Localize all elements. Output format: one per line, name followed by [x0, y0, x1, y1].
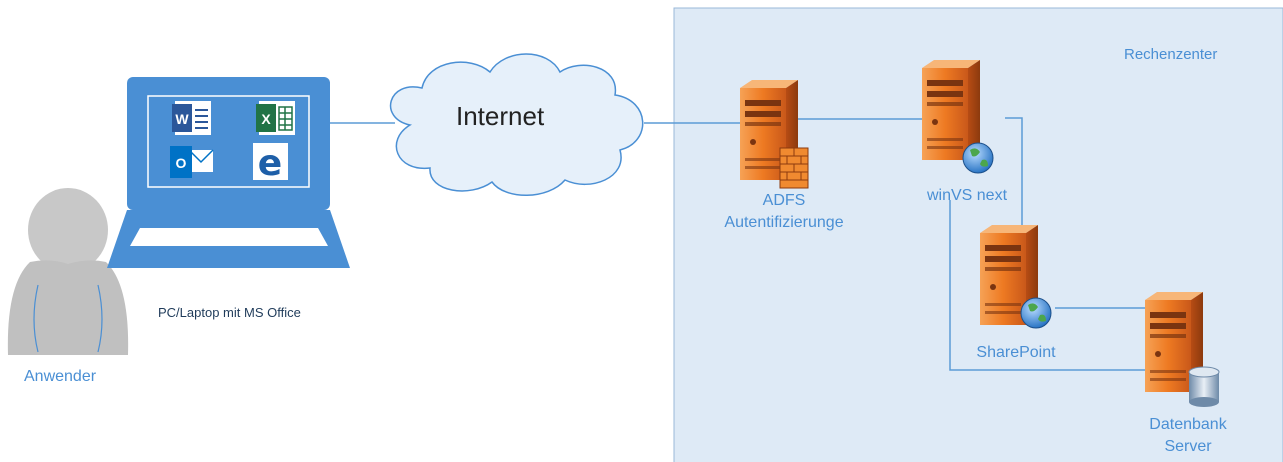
database-server-icon: [1145, 292, 1220, 407]
outlook-icon: O: [170, 146, 214, 178]
adfs-label-line1: ADFS: [762, 192, 806, 209]
adfs-server-icon: [740, 80, 809, 189]
globe-icon: [962, 142, 994, 174]
svg-text:O: O: [176, 155, 187, 171]
internet-label: Internet: [456, 101, 545, 131]
laptop-label: PC/Laptop mit MS Office: [158, 305, 301, 320]
edge-icon: e: [253, 143, 288, 184]
sharepoint-label: SharePoint: [976, 344, 1056, 361]
sharepoint-server-icon: [980, 225, 1052, 329]
user-icon: [7, 188, 129, 355]
link-winvs-database: [949, 200, 1148, 371]
excel-icon: X: [256, 101, 295, 135]
laptop-icon: [107, 77, 350, 268]
adfs-label: ADFS Autentifizierunge: [702, 190, 866, 234]
winvs-server-icon: [922, 60, 994, 174]
database-label-line1: Datenbank: [1149, 416, 1227, 433]
svg-text:e: e: [258, 143, 282, 184]
datacenter-label: Rechenzenter: [1124, 46, 1218, 63]
user-label: Anwender: [24, 368, 97, 385]
word-icon: W: [172, 101, 211, 135]
adfs-label-line2: Autentifizierunge: [724, 214, 844, 231]
database-icon: [1188, 366, 1220, 407]
internet-cloud: [389, 53, 644, 196]
svg-text:X: X: [261, 111, 271, 127]
globe-icon: [1020, 297, 1052, 329]
winvs-label: winVS next: [926, 187, 1008, 204]
svg-text:W: W: [175, 111, 189, 127]
database-label-line2: Server: [1164, 438, 1212, 455]
firewall-icon: [779, 147, 809, 189]
database-label: Datenbank Server: [1133, 414, 1243, 458]
